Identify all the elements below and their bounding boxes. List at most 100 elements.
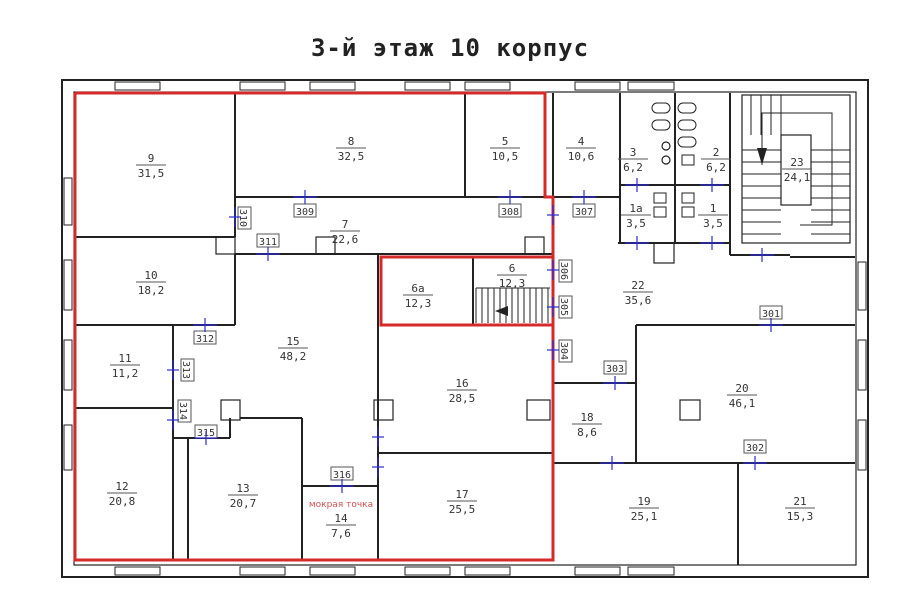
- room-number: 20: [735, 382, 748, 395]
- window: [404, 566, 451, 576]
- toilet-fixtures: [651, 102, 697, 218]
- stair-arrow-icon: [757, 148, 767, 165]
- door-number: 313: [180, 361, 191, 379]
- urinal-icon: [681, 154, 695, 166]
- room-area: 3,5: [626, 217, 646, 230]
- door-number: 306: [558, 262, 569, 280]
- door-number: 316: [333, 470, 351, 481]
- window: [627, 566, 675, 576]
- door-301: 301: [759, 305, 783, 320]
- room-area: 31,5: [138, 167, 165, 180]
- room-area: 6,2: [706, 161, 726, 174]
- door-opening: [229, 207, 241, 227]
- room-area: 7,6: [331, 527, 351, 540]
- door-opening: [547, 340, 559, 360]
- room-number: 5: [502, 135, 509, 148]
- sink-icon: [661, 141, 671, 151]
- room-5: 510,5: [490, 135, 520, 163]
- door-number: 302: [746, 443, 764, 454]
- window: [239, 81, 286, 91]
- toilet-icon: [677, 102, 697, 114]
- door-313: 313: [180, 358, 195, 382]
- room-number: 9: [148, 152, 155, 165]
- toilet-icon: [677, 119, 697, 131]
- room-number: 1а: [629, 202, 642, 215]
- door-opening: [700, 178, 724, 192]
- room-2: 26,2: [701, 146, 731, 174]
- toilet-icon: [651, 119, 671, 131]
- room-23: 23 24,1: [782, 156, 812, 184]
- door-opening: [372, 427, 384, 447]
- door-304: 304: [558, 339, 573, 363]
- door-number: 309: [296, 207, 314, 218]
- window: [857, 339, 867, 391]
- room-number: 19: [637, 495, 650, 508]
- room-number: 11: [118, 352, 131, 365]
- door-311: 311: [256, 233, 280, 248]
- toilet-icon: [677, 136, 697, 148]
- door-305: 305: [558, 295, 573, 319]
- room-number: 6а: [411, 282, 424, 295]
- door-number: 310: [237, 209, 248, 227]
- door-310: 310: [237, 206, 252, 230]
- stairs-6: [475, 287, 550, 323]
- room-7: 722,6: [330, 218, 360, 246]
- room-13: 13 20,7: [228, 482, 258, 510]
- room-number: 13: [236, 482, 249, 495]
- door-opening: [547, 260, 559, 280]
- window: [574, 566, 621, 576]
- room-area: 10,6: [568, 150, 595, 163]
- room-3: 36,2: [618, 146, 648, 174]
- wet-point-note: мокрая точка: [309, 500, 373, 510]
- plan-title: 3-й этаж 10 корпус: [310, 34, 590, 62]
- room-area: 32,5: [338, 150, 365, 163]
- door-opening: [743, 456, 767, 470]
- door-306: 306: [558, 259, 573, 283]
- room-1: 13,5: [698, 202, 728, 230]
- door-opening: [330, 479, 354, 493]
- windows: [63, 81, 867, 576]
- door-opening: [372, 457, 384, 477]
- room-area: 20,8: [109, 495, 136, 508]
- sink-icon: [661, 155, 671, 165]
- door-opening: [194, 431, 218, 445]
- window: [627, 81, 675, 91]
- room-area: 25,5: [449, 503, 476, 516]
- room-area: 24,1: [784, 171, 811, 184]
- room-area: 22,6: [332, 233, 359, 246]
- room-area: 20,7: [230, 497, 257, 510]
- room-20: 20 46,1: [727, 382, 757, 410]
- door-303: 303: [603, 360, 627, 375]
- room-number: 23: [790, 156, 803, 169]
- room-number: 3: [630, 146, 637, 159]
- room-9: 931,5: [136, 152, 166, 180]
- window: [63, 424, 73, 471]
- door-302: 302: [743, 439, 767, 454]
- room-area: 18,2: [138, 284, 165, 297]
- room-area: 3,5: [703, 217, 723, 230]
- room-1а: 1а3,5: [621, 202, 651, 230]
- column: [679, 399, 701, 421]
- door-opening: [600, 456, 624, 470]
- room-number: 6: [509, 262, 516, 275]
- door-opening: [750, 248, 774, 262]
- door-number: 312: [196, 334, 214, 345]
- room-18: 188,6: [572, 411, 602, 439]
- door-307: 307: [572, 203, 596, 218]
- door-opening: [293, 190, 317, 204]
- window: [464, 566, 511, 576]
- room-number: 15: [286, 335, 299, 348]
- room-area: 15,3: [787, 510, 814, 523]
- room-area: 46,1: [729, 397, 756, 410]
- window: [857, 419, 867, 471]
- room-number: 14: [334, 512, 348, 525]
- door-opening: [625, 236, 649, 250]
- room-area: 35,6: [625, 294, 652, 307]
- door-opening: [603, 376, 627, 390]
